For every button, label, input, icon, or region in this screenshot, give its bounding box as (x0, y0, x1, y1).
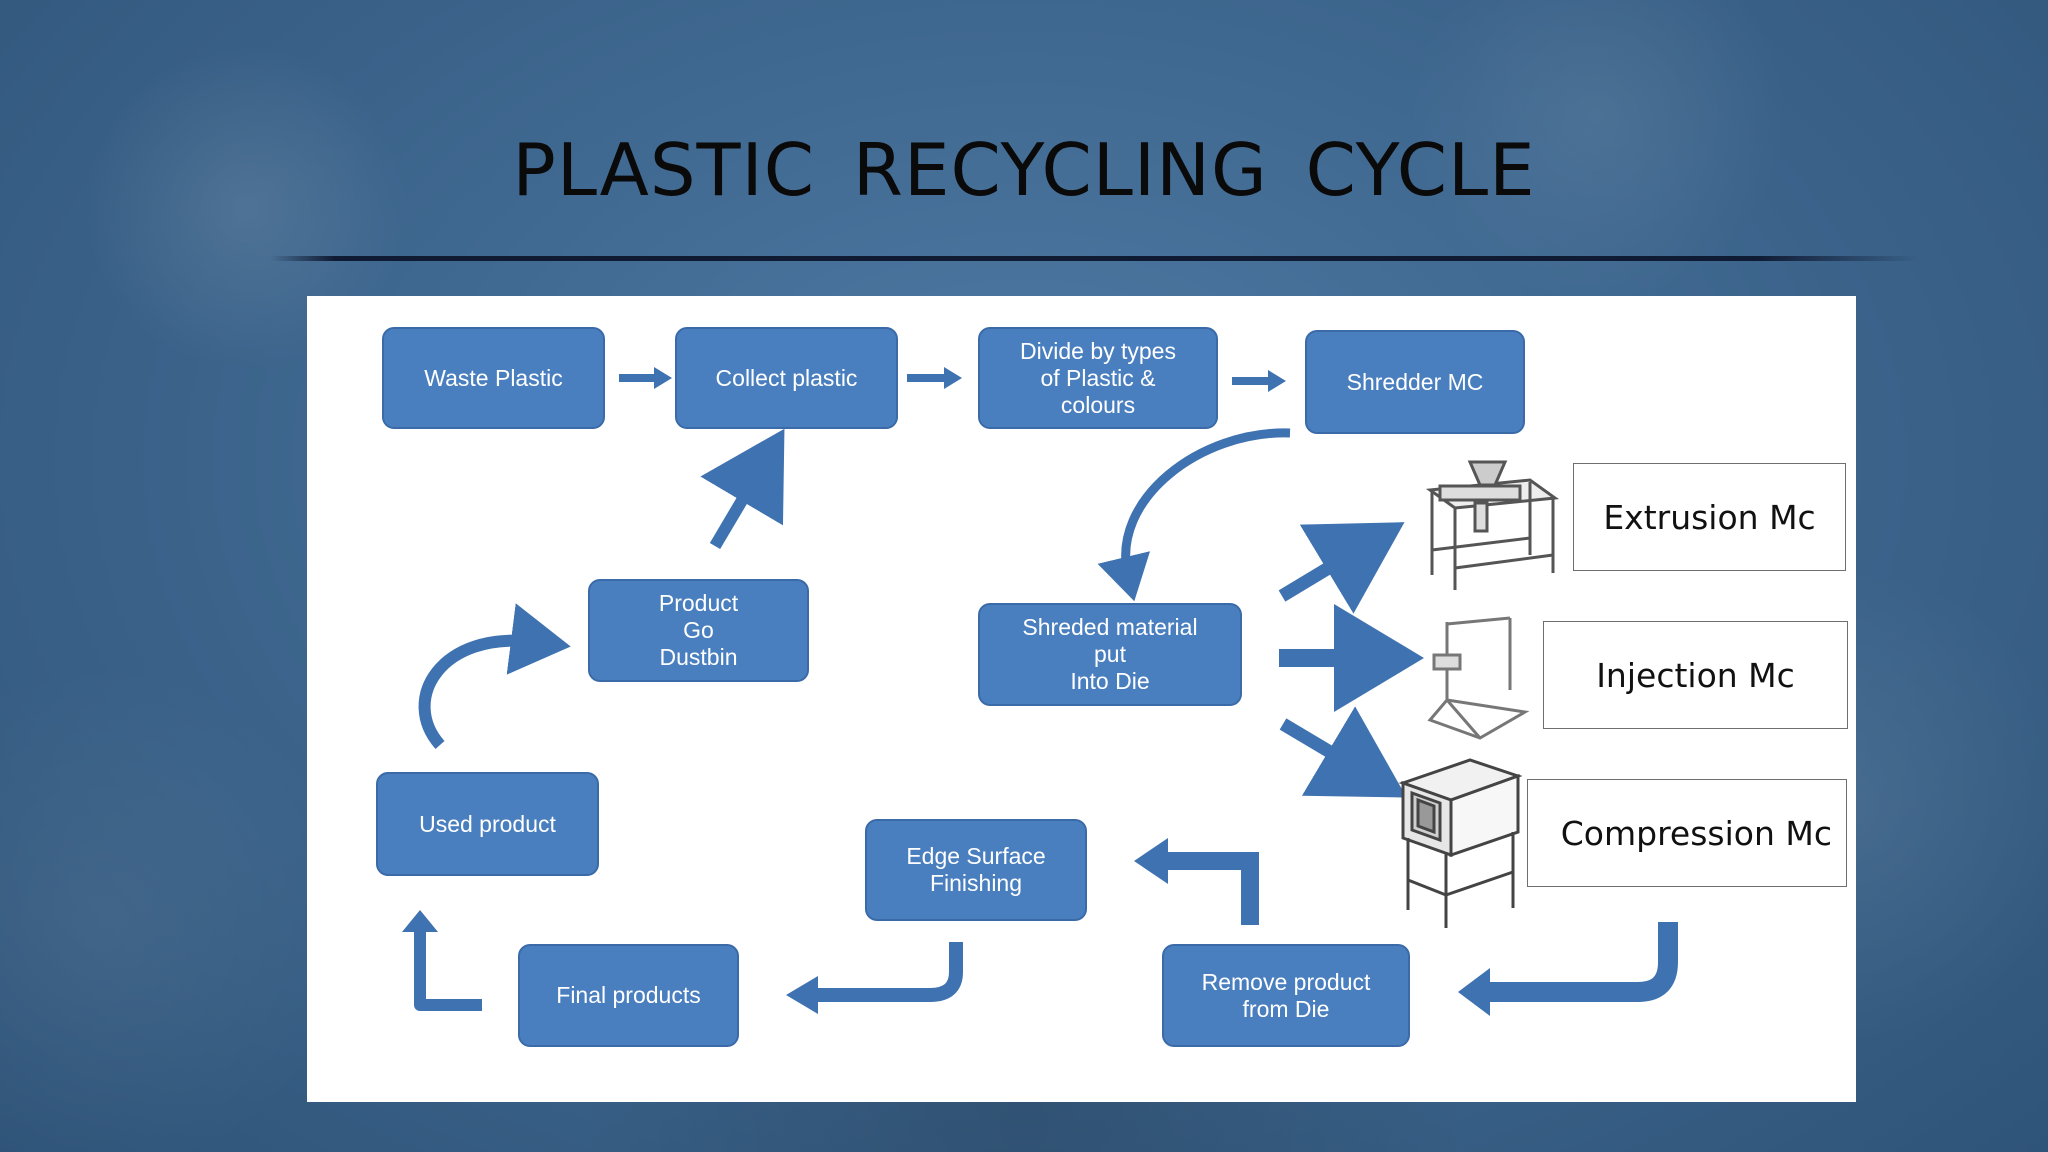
step-shredder-mc: Shredder MC (1305, 330, 1525, 434)
arrow-to-compression (1279, 706, 1407, 798)
page-title: PLASTIC RECYCLING CYCLE (512, 128, 1536, 212)
arrow-dustbin-to-collect (700, 428, 785, 550)
arrow-waste-to-collect (619, 367, 672, 389)
step-collect-plastic: Collect plastic (675, 327, 898, 429)
extrusion-machine-drawing (1425, 460, 1560, 590)
step-final-products: Final products (518, 944, 739, 1047)
arrow-collect-to-divide (907, 367, 962, 389)
arrow-compression-to-remove (1480, 922, 1678, 1002)
step-remove-product-from-die: Remove product from Die (1162, 944, 1410, 1047)
arrow-used-to-dustbin (418, 603, 571, 749)
step-shreded-material-into-die: Shreded material put Into Die (978, 603, 1242, 706)
step-used-product: Used product (376, 772, 599, 876)
arrow-to-extrusion (1278, 522, 1405, 614)
step-waste-plastic: Waste Plastic (382, 327, 605, 429)
extrusion-mc-label: Extrusion Mc (1573, 463, 1846, 571)
arrow-edge-to-final (810, 942, 963, 1002)
step-divide-by-types: Divide by types of Plastic & colours (978, 327, 1218, 429)
step-edge-surface-finishing: Edge Surface Finishing (865, 819, 1087, 921)
arrow-final-to-used (414, 930, 482, 1011)
arrow-divide-to-shredder (1232, 370, 1286, 392)
arrow-shredder-to-shreded-material (1097, 428, 1291, 602)
arrow-remove-to-edge (1160, 852, 1259, 925)
title-underline (270, 256, 1920, 261)
compression-mc-label: Compression Mc (1527, 779, 1847, 887)
step-product-go-dustbin: Product Go Dustbin (588, 579, 809, 682)
compression-machine-drawing (1398, 758, 1523, 928)
injection-machine-drawing (1427, 616, 1530, 740)
injection-mc-label: Injection Mc (1543, 621, 1848, 729)
